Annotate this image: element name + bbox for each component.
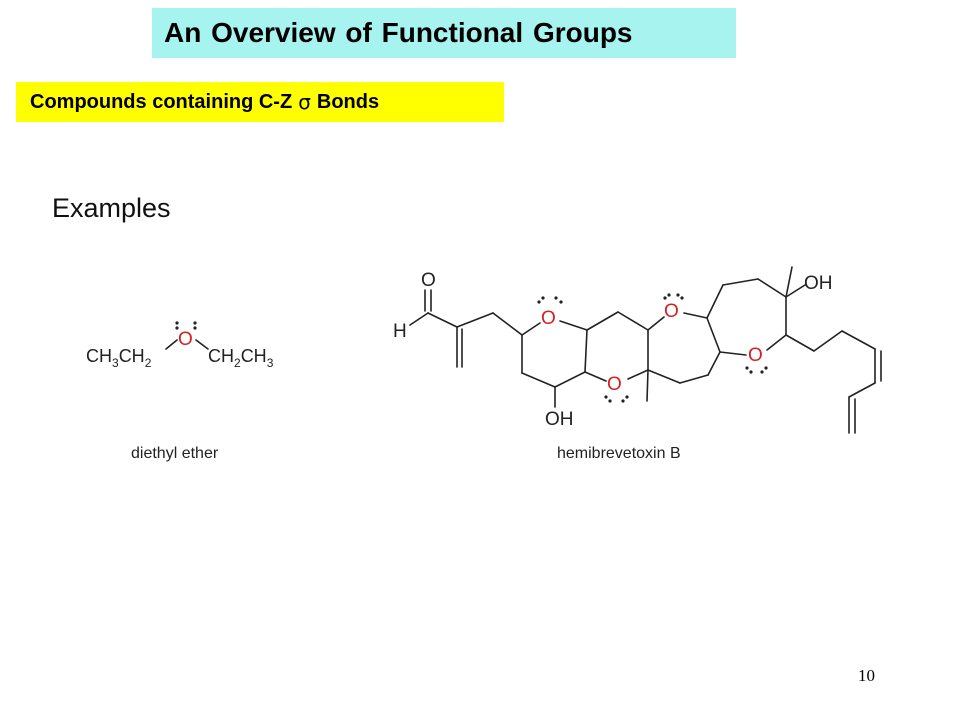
diethyl-ether-caption: diethyl ether xyxy=(131,445,219,462)
aldehyde-hydrogen-label: H xyxy=(393,321,407,342)
aldehyde-oxygen-label: O xyxy=(421,270,436,291)
left-bond xyxy=(165,339,178,350)
hemibrevetoxin-caption: hemibrevetoxin B xyxy=(557,445,681,462)
subtitle-text-post: Bonds xyxy=(316,90,380,113)
skeleton-bonds xyxy=(409,266,882,434)
ring-oxygen-1: O xyxy=(541,308,556,329)
slide-title: An Overview of Functional Groups xyxy=(152,8,736,58)
diethyl-ether-structure: CH3CH2 O CH2CH3 xyxy=(86,321,274,370)
ring-oxygen-3: O xyxy=(664,301,679,322)
page-number: 10 xyxy=(858,666,875,685)
subtitle-text-pre: Compounds containing C-Z xyxy=(30,90,293,113)
lone-pair-dots xyxy=(663,293,684,300)
left-ch3-group: CH3CH2 xyxy=(86,346,152,370)
sigma-symbol: σ xyxy=(298,90,311,114)
right-bond xyxy=(195,339,209,350)
lone-pair-dots xyxy=(604,395,629,403)
hemibrevetoxin-structure: O H O O O O OH OH xyxy=(393,266,882,434)
right-ch2ch3-group: CH2CH3 xyxy=(208,346,274,370)
examples-label: Examples xyxy=(52,193,171,223)
lone-pair-dots xyxy=(175,321,197,330)
ring-oxygen-4: O xyxy=(748,345,763,366)
lone-pair-dots xyxy=(745,366,768,374)
slide-title-text: An Overview of Functional Groups xyxy=(164,17,633,48)
lone-pair-dots xyxy=(537,296,563,304)
ether-oxygen: O xyxy=(178,329,193,350)
ring-oxygen-2: O xyxy=(607,374,622,395)
top-hydroxyl-label: OH xyxy=(804,273,833,294)
bottom-hydroxyl-label: OH xyxy=(545,409,574,430)
